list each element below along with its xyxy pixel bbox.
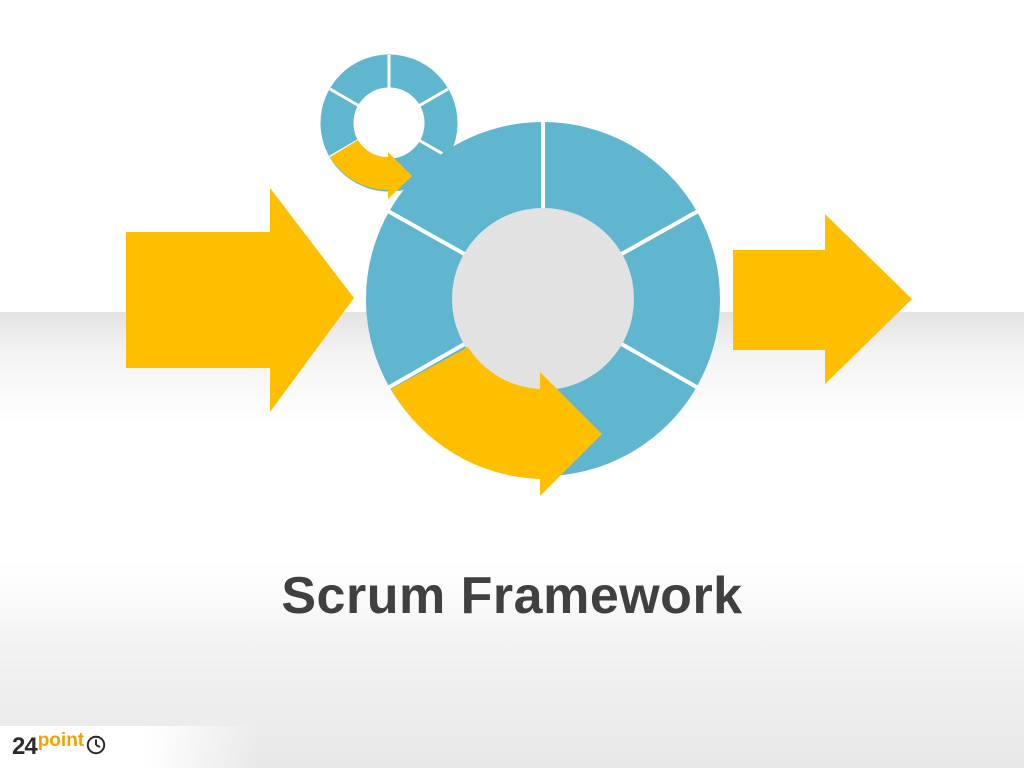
daily-cycle-arrow	[330, 140, 412, 199]
brand-logo: 24 point	[12, 730, 106, 761]
sprint-ring-dividers	[385, 120, 701, 391]
logo-word: point	[37, 730, 85, 751]
daily-cycle	[320, 54, 458, 199]
logo-bar	[0, 726, 260, 768]
input-arrow	[126, 188, 354, 412]
logo-number: 24	[12, 733, 38, 760]
sprint-cycle-arrow	[391, 347, 602, 496]
sprint-cycle	[366, 120, 720, 496]
output-arrow	[733, 214, 912, 384]
slide-title: Scrum Framework	[281, 567, 743, 625]
clock-icon	[86, 735, 106, 760]
sprint-center	[452, 208, 634, 390]
